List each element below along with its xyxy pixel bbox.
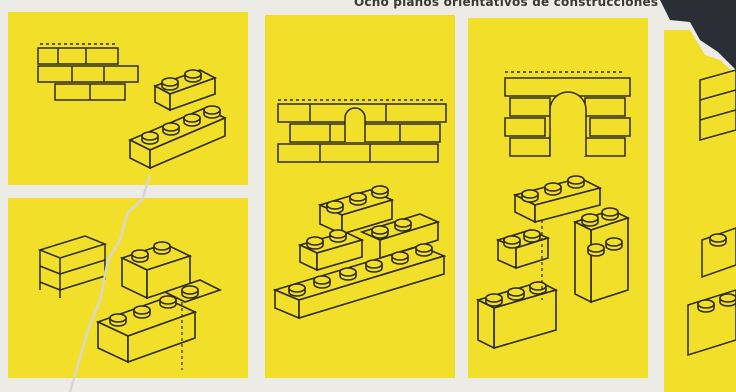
wall-with-arch-diagram bbox=[468, 18, 648, 378]
corner-wall-diagram bbox=[8, 198, 248, 378]
brick-wall-and-bricks-diagram bbox=[8, 12, 248, 185]
wall-with-window-diagram bbox=[265, 15, 455, 378]
partial-torn-diagram bbox=[660, 0, 736, 392]
sheet-caption: Ocho planos orientativos de construccion… bbox=[354, 0, 658, 9]
